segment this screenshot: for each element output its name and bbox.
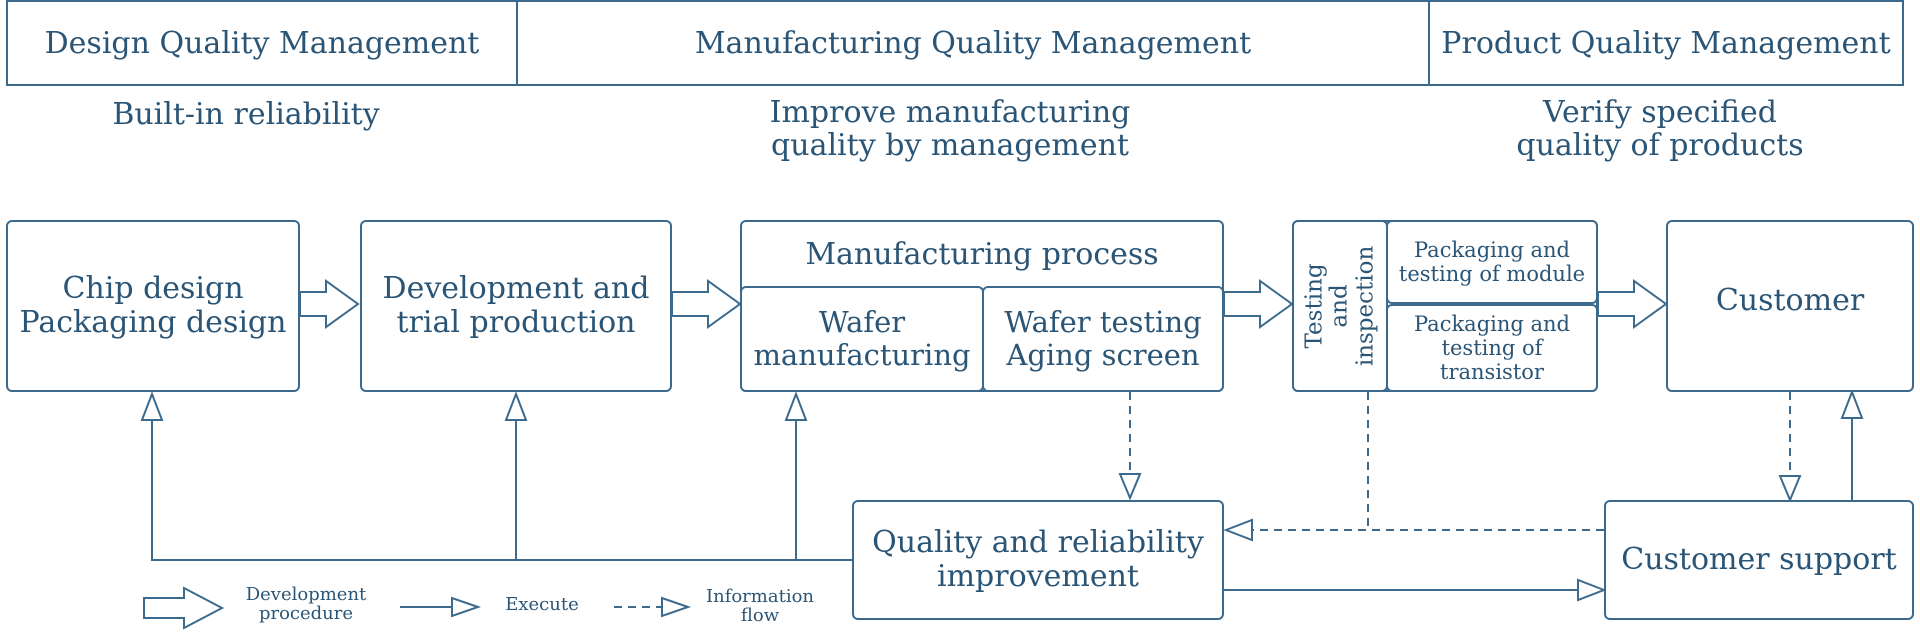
dev-arrow-packaging-to-customer (1597, 279, 1668, 329)
execute-arrowhead-customer (1840, 389, 1864, 419)
box-wafer-testing: Wafer testing Aging screen (982, 286, 1224, 392)
box-customer: Customer (1666, 220, 1914, 392)
legend-execute-arrowhead-icon (451, 596, 482, 618)
box-development: Development and trial production (360, 220, 672, 392)
dev-arrow-development-to-manufacturing (671, 279, 742, 329)
box-wafer-manufacturing: Wafer manufacturing (740, 286, 984, 392)
dev-arrow-chip-to-development (299, 279, 360, 329)
header-product-quality: Product Quality Management (1428, 0, 1904, 86)
execute-arrowhead-wafer (784, 391, 808, 421)
box-testing-inspection: Testing and inspection (1292, 220, 1388, 392)
legend-development-arrow-icon (143, 586, 225, 630)
header-design-label: Design Quality Management (44, 25, 480, 61)
box-packaging-transistor: Packaging and testing of transistor (1386, 304, 1598, 392)
box-packaging-module: Packaging and testing of module (1386, 220, 1598, 304)
info-arrowhead-quality-side (1223, 518, 1253, 542)
testing-inspection-label: Testing and inspection (1301, 245, 1378, 367)
execute-arrowhead-development (504, 391, 528, 421)
customer-support-label: Customer support (1621, 541, 1897, 577)
header-product-label: Product Quality Management (1441, 25, 1891, 61)
legend-development-procedure: Development procedure (245, 584, 367, 624)
header-design-quality: Design Quality Management (6, 0, 518, 86)
header-manufacturing-label: Manufacturing Quality Management (694, 25, 1252, 61)
header-manufacturing-quality: Manufacturing Quality Management (516, 0, 1430, 86)
box-customer-support: Customer support (1604, 500, 1914, 620)
dev-arrow-manufacturing-to-testing (1223, 279, 1294, 329)
box-chip-design: Chip design Packaging design (6, 220, 300, 392)
info-arrowhead-quality-top (1118, 473, 1142, 501)
manufacturing-process-label: Manufacturing process (805, 237, 1159, 272)
subtitle-manufacturing: Improve manufacturing quality by managem… (769, 95, 1131, 163)
box-quality-improvement: Quality and reliability improvement (852, 500, 1224, 620)
execute-arrowhead-chip (140, 391, 164, 421)
legend-information-flow: Information flow (705, 586, 815, 626)
info-arrowhead-support-top (1778, 475, 1802, 503)
execute-line-feedback-bus (151, 394, 852, 561)
legend-info-arrowhead-icon (661, 596, 692, 618)
customer-label: Customer (1715, 283, 1865, 318)
legend-execute: Execute (505, 594, 579, 615)
subtitle-design: Built-in reliability (112, 97, 380, 132)
subtitle-product: Verify specified quality of products (1516, 95, 1804, 163)
execute-arrowhead-support (1577, 578, 1607, 602)
